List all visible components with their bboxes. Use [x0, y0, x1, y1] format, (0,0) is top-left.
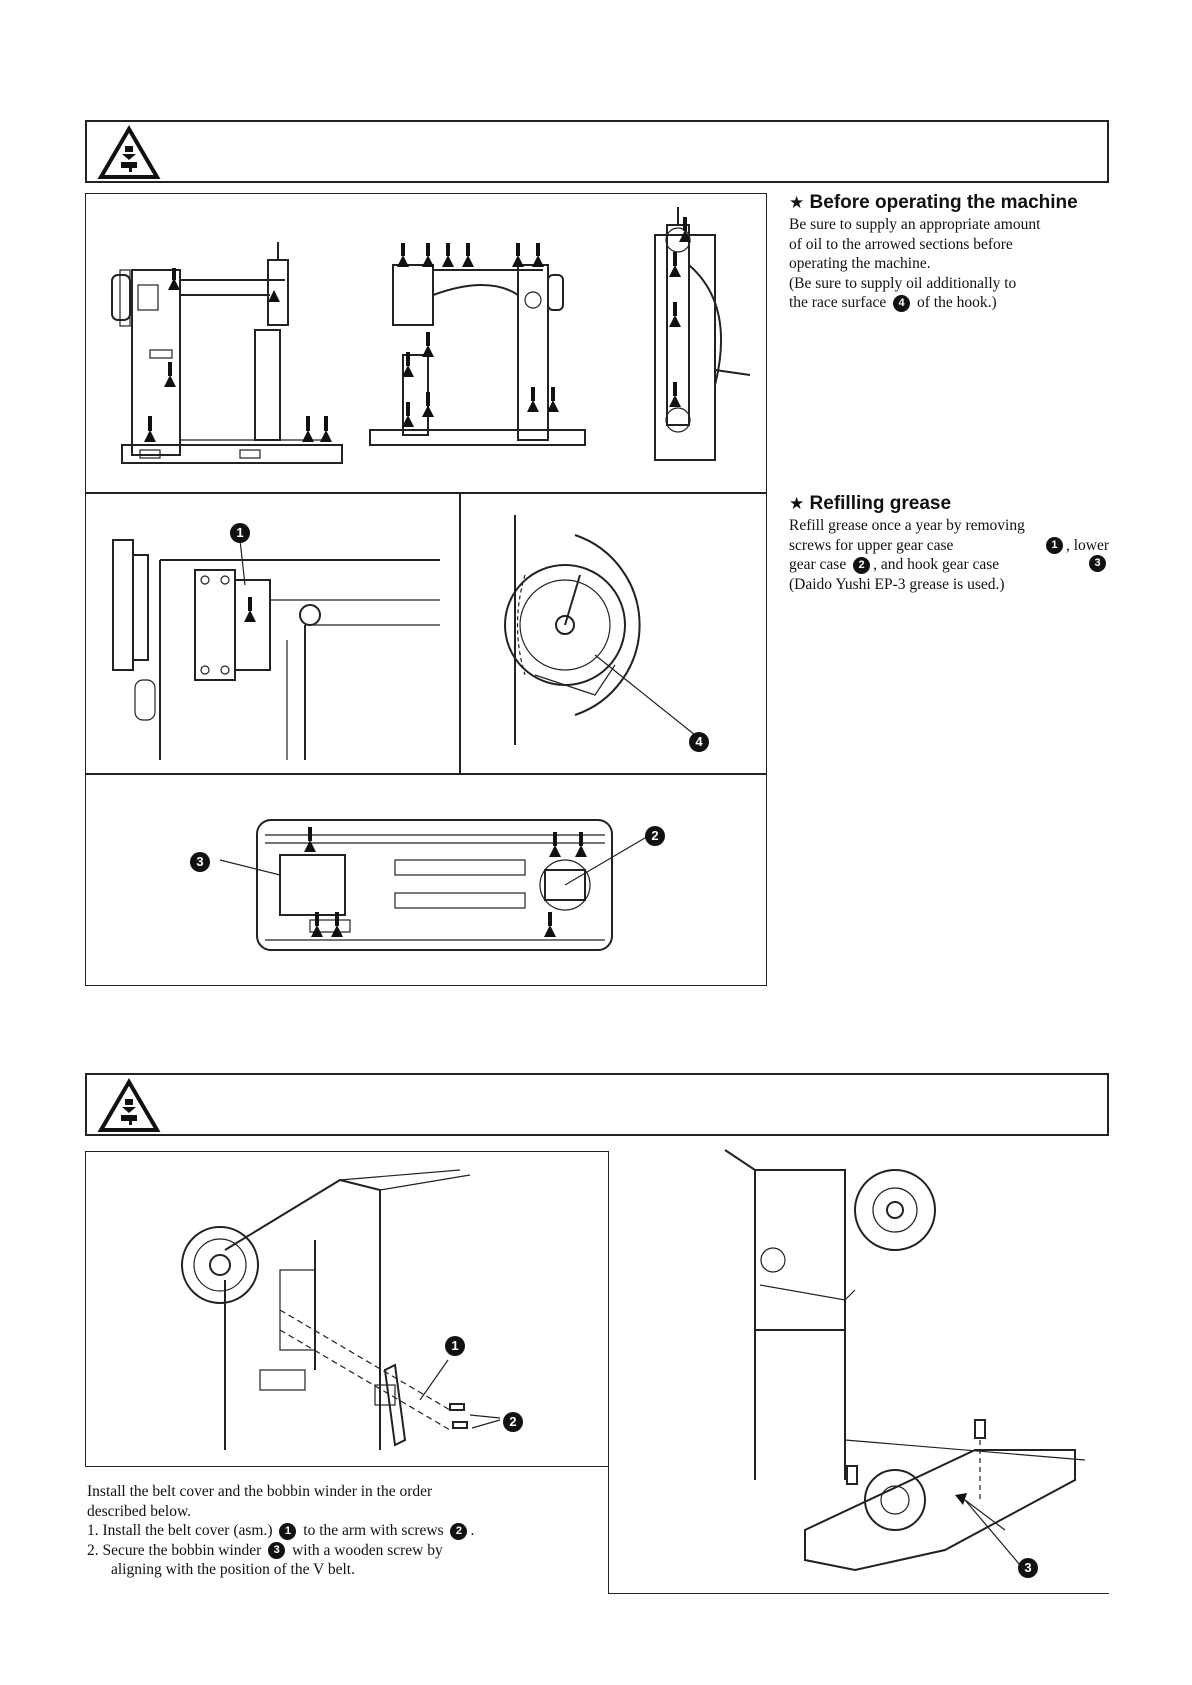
callout-2-badge: 2: [645, 826, 665, 846]
belt-cover-intro: Install the belt cover and the bobbin wi…: [87, 1483, 433, 1520]
hand-crush-warning-icon: [97, 1078, 161, 1132]
callout-1-badge: 1: [230, 523, 250, 543]
before-operating-heading: ★ Before operating the machine: [789, 192, 1078, 213]
before-operating-text: Be sure to supply an appropriate amount …: [789, 216, 1041, 312]
bobbin-winder-install-illustration: [724, 1149, 1086, 1572]
callout-3-badge: 3: [1018, 1558, 1038, 1578]
refilling-grease-text: Refill grease once a year by removing sc…: [789, 517, 1109, 593]
belt-cover-install-illustration: [181, 1169, 501, 1450]
callout-1-badge: 1: [445, 1336, 465, 1356]
star-bullet-icon: ★: [789, 494, 805, 513]
divider: [459, 492, 461, 773]
bed-lower-gear-illustration: [219, 819, 651, 951]
step-2: 2. Secure the bobbin winder 3 with a woo…: [87, 1541, 443, 1560]
machine-side-view-illustration: [654, 207, 751, 461]
machine-rear-view-illustration: [369, 243, 586, 446]
hand-crush-warning-icon: [97, 125, 161, 179]
step-2-continued: aligning with the position of the V belt…: [111, 1561, 355, 1578]
callout-3-badge: 3: [190, 852, 210, 872]
machine-front-view-illustration: [111, 242, 343, 464]
oiling-figure-panel: [85, 193, 767, 986]
hook-race-illustration: [504, 515, 696, 745]
step-1: 1. Install the belt cover (asm.) 1 to th…: [87, 1522, 475, 1540]
upper-gear-case-illustration: [112, 539, 440, 760]
bobbin-winder-figure-panel: [608, 1151, 1109, 1594]
warning-header-bottom: [85, 1073, 1109, 1136]
belt-cover-steps: 1. Install the belt cover (asm.) 1 to th…: [87, 1521, 587, 1580]
star-bullet-icon: ★: [789, 193, 805, 212]
warning-header-top: [85, 120, 1109, 183]
divider: [85, 773, 767, 775]
callout-2-badge: 2: [503, 1412, 523, 1432]
callout-4-badge: 4: [689, 732, 709, 752]
refilling-grease-heading: ★ Refilling grease: [789, 493, 952, 514]
divider: [85, 492, 767, 494]
